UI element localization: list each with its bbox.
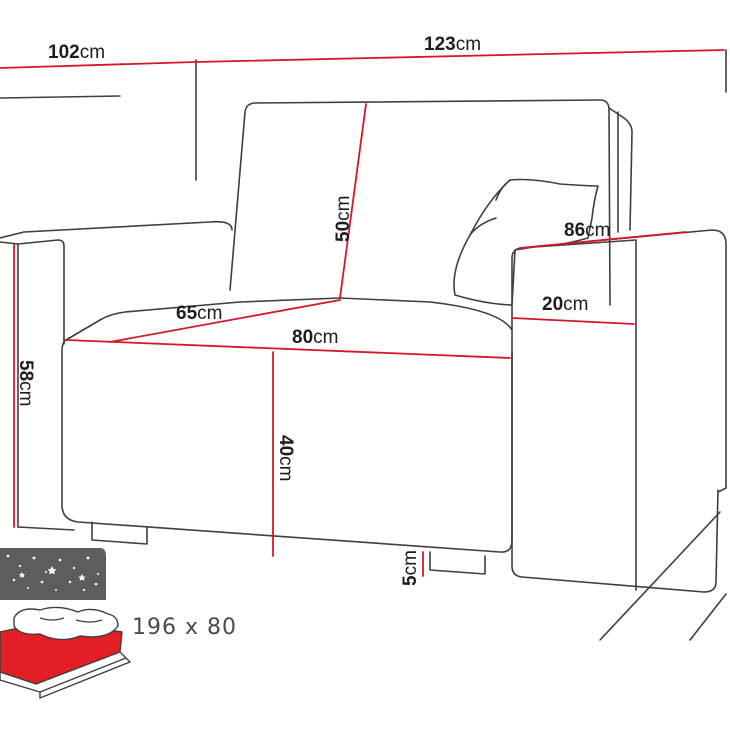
sofa-bed-icon xyxy=(0,548,132,700)
armrest-height-label: 58cm xyxy=(15,360,36,406)
armrest-width-line xyxy=(511,317,635,325)
back-height-line xyxy=(339,103,367,299)
dimension-labels: 102cm 123cm 50cm 86cm 20cm 65cm 80cm 58c… xyxy=(15,34,610,586)
seat-depth-label: 65cm xyxy=(176,303,222,324)
width-dimension-line xyxy=(0,49,725,69)
armchair-outline xyxy=(0,49,727,641)
dimension-lines xyxy=(0,49,725,577)
armrest-width-label: 20cm xyxy=(542,294,588,315)
bed-size-label: 196 x 80 xyxy=(132,615,237,640)
seat-width-line xyxy=(65,339,511,359)
armrest-depth-line xyxy=(519,231,687,249)
stars-icon xyxy=(6,554,99,592)
leg-height-label: 5cm xyxy=(400,550,421,586)
seat-depth-line xyxy=(109,299,341,343)
seat-width-label: 80cm xyxy=(292,327,338,348)
seat-height-label: 40cm xyxy=(275,435,296,481)
starry-night-icon xyxy=(0,548,106,600)
pillow-icon xyxy=(13,606,119,641)
armrest-depth-label: 86cm xyxy=(564,220,610,241)
back-height-label: 50cm xyxy=(333,196,354,242)
total-width-right-label: 123cm xyxy=(424,34,481,55)
total-width-left-label: 102cm xyxy=(48,42,105,63)
